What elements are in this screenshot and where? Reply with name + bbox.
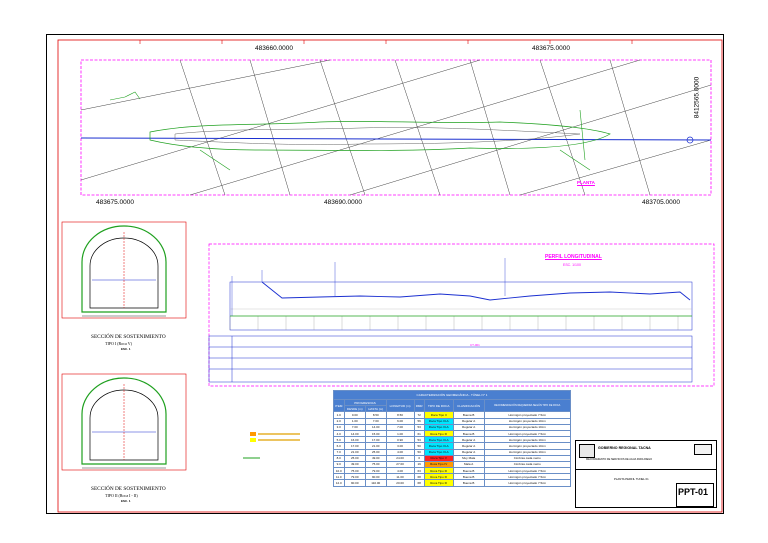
sheet-name: PLANTA PERFIL TUNEL 01 — [614, 477, 649, 481]
plan-view-label: PLANTA — [577, 180, 595, 185]
terrain-profile-line — [261, 281, 691, 301]
grid-label-bottom-1: 483675.0000 — [96, 199, 134, 206]
title-logo-right — [694, 444, 712, 455]
terrain-contour — [149, 121, 611, 151]
table-cell: 110.00 — [364, 479, 387, 487]
red-frame — [57, 39, 723, 513]
section1-scale: ESC. 1 — [121, 347, 131, 351]
project-description: MEJORAMIENTO DE SERVICIOS DE AGUA PARA R… — [586, 458, 653, 461]
col-recomendacion: RECOMENDACIÓN REQUERIDA SEGÚN TIPO DE RO… — [483, 398, 572, 413]
grid-label-right: 8412565.0000 — [693, 76, 701, 119]
grid-label-top-1: 483660.0000 — [255, 45, 293, 52]
grid-label-top-2: 483675.0000 — [532, 45, 570, 52]
geomechanical-table: CARACTERIZACIÓN GEOMECÁNICA - TÚNEL N° 1… — [333, 390, 572, 510]
table-cell: Hormigón proyectado 7.5cm — [483, 479, 572, 487]
table-title: CARACTERIZACIÓN GEOMECÁNICA - TÚNEL N° 1 — [333, 390, 571, 400]
profile-title: PERFIL LONGITUDINAL — [545, 254, 602, 260]
profile-grid-area — [229, 281, 693, 331]
table-cell: Buena B — [452, 479, 485, 487]
col-clasificacion: CLASIFICACIÓN — [452, 398, 485, 413]
organization-name: GOBIERNO REGIONAL TACNA — [598, 446, 651, 450]
col-longitud: LONGITUD (m) — [385, 398, 415, 413]
terrain-detail — [109, 91, 591, 171]
table-cell: 90.00 — [343, 479, 366, 487]
col-tipo-roca: TIPO DE ROCA — [423, 398, 454, 413]
grid-label-bottom-2: 483690.0000 — [324, 199, 362, 206]
profile-scale: ESC. 1/100 — [563, 263, 581, 267]
support-section-type-1 — [61, 221, 187, 319]
col-item: ITEM — [333, 398, 345, 413]
grid-label-bottom-3: 483705.0000 — [642, 199, 680, 206]
profile-callouts — [231, 258, 506, 316]
org-logo — [579, 444, 595, 458]
plan-frame — [80, 59, 712, 196]
section1-title: SECCIÓN DE SOSTENIMIENTO — [91, 334, 166, 340]
portal-marker — [686, 136, 694, 144]
terrain-contour-inner — [174, 127, 581, 145]
profile-grid-lines — [229, 316, 679, 330]
table-cell: Roca Tipo III — [423, 479, 454, 487]
legend-block — [243, 432, 300, 459]
section1-subtitle: TIPO I (Roca V) — [105, 341, 132, 346]
section2-scale: ESC. 1 — [121, 499, 131, 503]
table-cell: 68 — [413, 479, 425, 487]
support-section-type-2 — [61, 373, 187, 471]
sheet-code-box — [676, 483, 714, 507]
title-divider — [576, 469, 716, 470]
col-rmr: RMR — [413, 398, 425, 413]
table-cell: 12.0 — [333, 479, 345, 487]
sheet-code: PPT-01 — [677, 487, 708, 497]
profile-table-center-label: CT-001 — [470, 343, 480, 347]
profile-data-table — [208, 335, 693, 383]
table-cell: 20.00 — [385, 479, 415, 487]
profile-frame — [208, 243, 715, 387]
frame-ticks — [139, 40, 633, 44]
title-block: GOBIERNO REGIONAL TACNA MEJORAMIENTO DE … — [575, 440, 717, 508]
section2-title: SECCIÓN DE SOSTENIMIENTO — [91, 486, 166, 492]
tunnel-axis — [80, 137, 712, 141]
section2-subtitle: TIPO II (Roca I - II) — [105, 493, 138, 498]
